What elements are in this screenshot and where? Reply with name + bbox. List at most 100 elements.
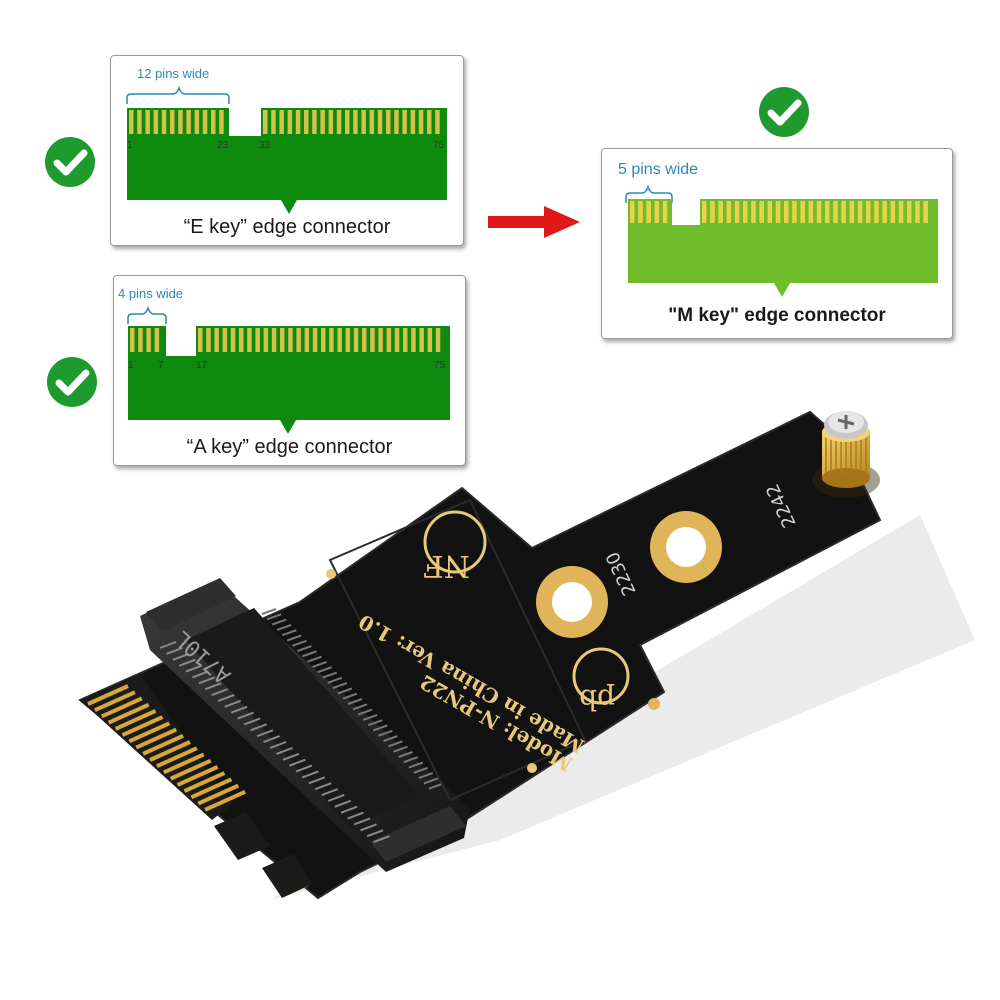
socket-pin — [308, 776, 326, 785]
socket-pin — [224, 699, 242, 708]
socket-pin — [172, 652, 190, 661]
pin — [312, 328, 318, 352]
pin — [377, 110, 383, 134]
pb-logo: pb — [572, 647, 630, 716]
gold-finger — [114, 709, 157, 731]
pin — [411, 328, 416, 352]
m-key-caption: "M key" edge connector — [668, 305, 886, 326]
pin — [194, 110, 200, 134]
socket-pin — [367, 719, 383, 727]
width-label: 5 pins wide — [618, 161, 698, 178]
a-key-caption: “A key” edge connector — [186, 436, 393, 458]
pin — [255, 328, 260, 352]
pin — [370, 328, 375, 352]
pin — [419, 328, 424, 352]
gold-finger — [94, 690, 136, 713]
pin-number: 1 — [128, 360, 134, 371]
pin — [775, 201, 781, 223]
socket-pin — [360, 823, 377, 832]
socket-pin — [217, 694, 235, 702]
socket-pin — [408, 761, 424, 769]
pin — [239, 328, 244, 352]
socket-pin — [282, 752, 300, 761]
pin — [362, 328, 367, 352]
socket-pin — [237, 711, 254, 720]
pin — [882, 201, 887, 223]
pin — [279, 110, 284, 134]
gold-finger — [107, 702, 150, 725]
socket-pin — [418, 772, 434, 780]
check-circle-icon — [47, 357, 97, 407]
socket-pin — [286, 634, 302, 642]
socket-pin — [353, 817, 371, 826]
pin — [427, 328, 433, 352]
pin — [874, 201, 879, 223]
pin — [295, 110, 301, 134]
pin — [800, 201, 805, 223]
pin — [751, 201, 756, 223]
socket-pin — [243, 717, 261, 726]
pin — [418, 110, 424, 134]
pin — [759, 201, 764, 223]
socket-pin — [230, 705, 248, 714]
pin — [153, 110, 159, 134]
pin — [403, 328, 408, 352]
socket-pin — [347, 811, 364, 820]
m2-socket — [140, 580, 470, 872]
pin — [386, 110, 391, 134]
label-2242: 2242 — [762, 480, 800, 530]
pin — [662, 201, 668, 223]
pin — [361, 110, 366, 134]
mount-hole-2230 — [536, 566, 608, 638]
pin — [345, 110, 350, 134]
socket-pin — [276, 623, 292, 631]
m-key-card: 5 pins wide "M key" edge connector — [601, 148, 953, 339]
socket-pin — [372, 724, 388, 732]
socket-pin — [403, 756, 418, 764]
pin-number: 33 — [259, 140, 271, 151]
gold-finger — [135, 727, 178, 750]
gold-finger — [239, 840, 263, 854]
socket-pin — [185, 664, 203, 673]
pin-number: 1 — [127, 140, 133, 151]
pin — [849, 201, 855, 223]
socket-pin — [327, 676, 343, 684]
pin — [394, 110, 399, 134]
pin — [718, 201, 723, 223]
socket-pin — [266, 613, 282, 621]
pin — [129, 110, 134, 134]
socket-pin — [398, 750, 413, 758]
socket-pin — [302, 770, 319, 779]
label-2230: 2230 — [602, 548, 640, 598]
pin — [898, 201, 904, 223]
gold-finger — [183, 771, 226, 793]
socket-pin — [204, 682, 222, 691]
socket-pin — [322, 671, 338, 679]
pin — [353, 110, 358, 134]
pin-number: 75 — [434, 360, 446, 371]
pin — [710, 201, 715, 223]
gold-finger — [190, 777, 233, 800]
pin — [833, 201, 838, 223]
pin — [320, 110, 325, 134]
a-key-connector-diagram: 1 7 17 75 4 pins wide — [118, 286, 450, 434]
socket-pin — [383, 735, 398, 743]
socket-pin — [413, 766, 429, 774]
socket-pin — [342, 692, 358, 700]
socket-pin — [428, 782, 444, 790]
pin — [630, 201, 635, 223]
socket-pin — [314, 782, 332, 791]
socket-pin — [261, 608, 277, 615]
socket-pin — [312, 660, 327, 668]
gold-finger — [285, 882, 309, 896]
standoff-screw — [812, 411, 880, 498]
pin — [287, 110, 293, 134]
pin — [271, 328, 277, 352]
pin — [263, 110, 268, 134]
width-label: 12 pins wide — [137, 66, 209, 81]
pin — [394, 328, 400, 352]
pin — [857, 201, 863, 223]
pin — [186, 110, 191, 134]
socket-pin — [276, 746, 293, 755]
check-circle-icon — [45, 137, 95, 187]
